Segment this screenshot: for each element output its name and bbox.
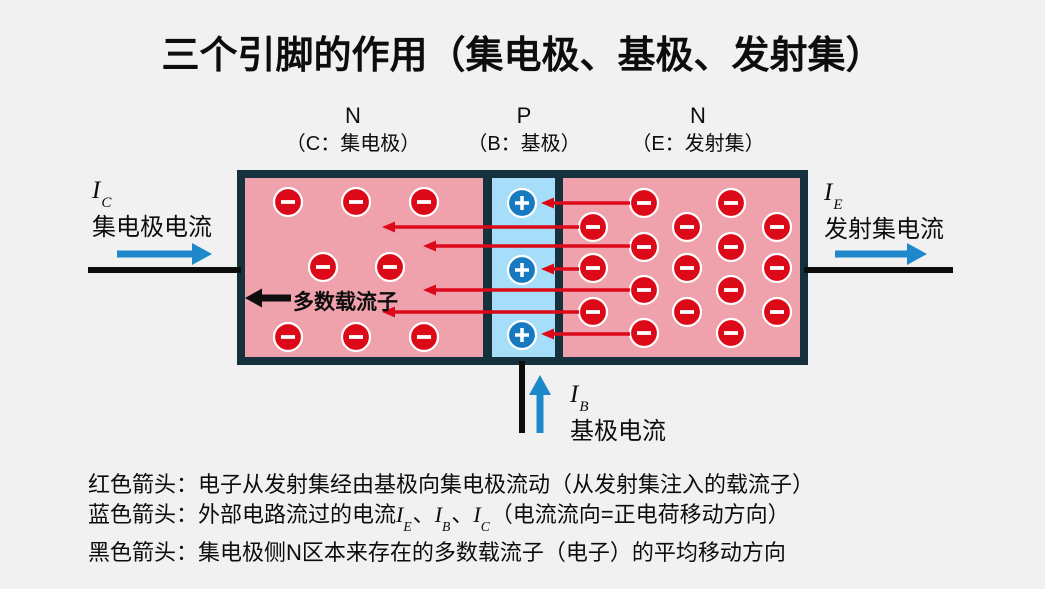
electron-flow-arrow — [423, 240, 630, 252]
majority-carrier-arrow — [245, 288, 291, 308]
region-label-collector: N （C：集电极） — [243, 102, 463, 158]
emitter-name-label: （E：发射集） — [631, 133, 765, 155]
base-type-label: P — [516, 103, 532, 128]
emitter-type-label: N — [690, 103, 706, 128]
legend-line-black: 黑色箭头：集电极侧N区本来存在的多数载流子（电子）的平均移动方向 — [88, 540, 786, 566]
region-label-base: P （B：基极） — [414, 102, 634, 158]
base-current-label: IB 基极电流 — [570, 382, 666, 446]
base-current-symbol: IB — [570, 381, 589, 416]
legend: 红色箭头：电子从发射集经由基极向集电极流动（从发射集注入的载流子） 蓝色箭头：外… — [88, 470, 814, 568]
emitter-current-label: IE 发射集电流 — [824, 180, 944, 244]
collector-current-symbol: IC — [92, 177, 112, 212]
electron-flow-arrow — [382, 306, 579, 318]
collector-type-label: N — [345, 103, 361, 128]
electron-flow-arrow — [541, 263, 579, 275]
legend-line-red: 红色箭头：电子从发射集经由基极向集电极流动（从发射集注入的载流子） — [88, 472, 815, 497]
emitter-current-text: 发射集电流 — [824, 216, 944, 243]
electron-flow-arrow — [382, 221, 579, 233]
current-arrow — [835, 243, 927, 265]
electron-flow-arrow — [541, 328, 630, 340]
collector-name-label: （C：集电极） — [285, 133, 421, 155]
collector-current-label: IC 集电极电流 — [92, 178, 212, 242]
region-label-emitter: N （E：发射集） — [588, 102, 808, 158]
collector-current-text: 集电极电流 — [92, 214, 212, 241]
majority-carrier-label: 多数载流子 — [293, 291, 398, 314]
page-title: 三个引脚的作用（集电极、基极、发射集） — [161, 35, 884, 77]
current-arrow — [529, 375, 551, 433]
base-current-text: 基极电流 — [570, 418, 666, 445]
base-name-label: （B：基极） — [467, 133, 581, 155]
electron-flow-arrow — [423, 284, 630, 296]
emitter-current-symbol: IE — [824, 179, 843, 214]
electron-flow-arrow — [541, 197, 630, 209]
current-arrow — [117, 243, 212, 265]
legend-line-blue: 蓝色箭头：外部电路流过的电流IE、IB、IC（电流流向=正电荷移动方向） — [88, 502, 790, 535]
